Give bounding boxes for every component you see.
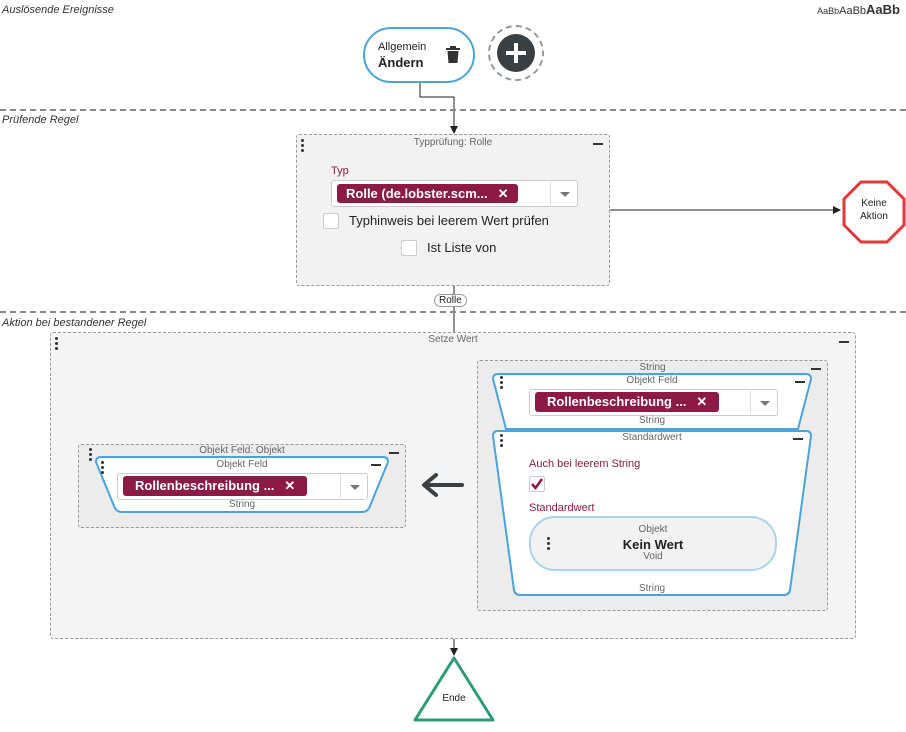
chevron-down-icon[interactable] bbox=[350, 485, 360, 490]
kebab-icon[interactable] bbox=[301, 139, 304, 154]
chevron-down-icon[interactable] bbox=[760, 401, 770, 406]
default-object-node[interactable]: Objekt Kein Wert Void bbox=[529, 516, 777, 571]
section-title-trigger: Auslösende Ereignisse bbox=[2, 4, 114, 16]
target-inner-title: Objekt Feld bbox=[216, 459, 268, 470]
section-separator bbox=[0, 311, 906, 313]
default-object-title: Objekt bbox=[638, 524, 668, 535]
end-node[interactable] bbox=[412, 656, 496, 722]
trash-icon[interactable] bbox=[445, 46, 461, 64]
end-label: Ende bbox=[442, 693, 466, 704]
minus-icon[interactable] bbox=[811, 368, 821, 370]
minus-icon[interactable] bbox=[839, 341, 849, 343]
no-action-line2: Aktion bbox=[860, 211, 888, 222]
empty-string-checkbox[interactable] bbox=[529, 476, 545, 492]
minus-icon[interactable] bbox=[795, 381, 805, 383]
plus-icon bbox=[497, 34, 535, 72]
type-tag: Rolle (de.lobster.scm... ✕ bbox=[337, 184, 518, 203]
kebab-icon[interactable] bbox=[89, 448, 92, 463]
chevron-down-icon[interactable] bbox=[560, 192, 570, 197]
type-select[interactable]: Rolle (de.lobster.scm... ✕ bbox=[331, 180, 578, 207]
source-field-value: Rollenbeschreibung ... bbox=[547, 394, 687, 409]
edge-label-chip: Rolle bbox=[434, 294, 467, 307]
source-field-select[interactable]: Rollenbeschreibung ... ✕ bbox=[529, 389, 778, 416]
checkmark-icon bbox=[531, 478, 544, 491]
trigger-node[interactable]: Allgemein Ändern bbox=[363, 27, 475, 83]
close-icon[interactable]: ✕ bbox=[497, 186, 509, 201]
target-field-tag: Rollenbeschreibung ... ✕ bbox=[123, 476, 308, 496]
section-title-rule: Prüfende Regel bbox=[2, 114, 79, 126]
no-action-line1: Keine bbox=[861, 198, 887, 209]
no-action-node[interactable] bbox=[842, 180, 906, 244]
empty-string-label: Auch bei leerem String bbox=[529, 458, 641, 470]
arrow-left-icon bbox=[422, 473, 464, 497]
section-title-action: Aktion bei bestandener Regel bbox=[2, 317, 147, 329]
target-type: String bbox=[228, 499, 256, 510]
source-string-title: String bbox=[639, 362, 666, 373]
kebab-icon[interactable] bbox=[500, 434, 503, 449]
default-value-label: Standardwert bbox=[529, 502, 595, 514]
typehint-checkbox[interactable] bbox=[323, 213, 339, 229]
minus-icon[interactable] bbox=[593, 143, 603, 145]
is-list-label: Ist Liste von bbox=[427, 240, 497, 255]
set-value-title: Setze Wert bbox=[428, 334, 478, 345]
font-size-medium[interactable]: AaBb bbox=[839, 5, 867, 17]
target-field-title: Objekt Feld: Objekt bbox=[199, 445, 285, 456]
type-tag-label: Rolle (de.lobster.scm... bbox=[346, 186, 488, 201]
target-field-value: Rollenbeschreibung ... bbox=[135, 478, 275, 493]
trigger-category: Allgemein bbox=[378, 41, 427, 53]
close-icon[interactable]: ✕ bbox=[284, 478, 296, 493]
kebab-icon[interactable] bbox=[547, 537, 550, 552]
section-separator bbox=[0, 109, 906, 111]
font-size-switcher[interactable]: AaBbAaBbAaBb bbox=[817, 2, 900, 17]
close-icon[interactable]: ✕ bbox=[696, 394, 708, 409]
trigger-event: Ändern bbox=[378, 55, 424, 70]
typecheck-title: Typprüfung: Rolle bbox=[413, 137, 493, 148]
target-field-select[interactable]: Rollenbeschreibung ... ✕ bbox=[117, 473, 368, 500]
default-footer-type: String bbox=[638, 583, 666, 594]
default-title: Standardwert bbox=[622, 432, 682, 443]
typecheck-box[interactable]: Typprüfung: Rolle Typ Rolle (de.lobster.… bbox=[296, 134, 610, 286]
add-trigger-button[interactable] bbox=[488, 25, 544, 81]
is-list-checkbox[interactable] bbox=[401, 240, 417, 256]
source-field-type: String bbox=[638, 415, 666, 426]
kebab-icon[interactable] bbox=[55, 337, 58, 352]
default-object-type: Void bbox=[643, 551, 663, 562]
type-label: Typ bbox=[331, 165, 349, 177]
kebab-icon[interactable] bbox=[500, 376, 503, 391]
minus-icon[interactable] bbox=[793, 438, 803, 440]
minus-icon[interactable] bbox=[389, 452, 399, 454]
kebab-icon[interactable] bbox=[101, 461, 104, 476]
default-object-value: Kein Wert bbox=[622, 537, 684, 552]
source-field-tag: Rollenbeschreibung ... ✕ bbox=[535, 392, 720, 412]
font-size-small[interactable]: AaBb bbox=[817, 6, 840, 16]
minus-icon[interactable] bbox=[371, 464, 381, 466]
source-field-title: Objekt Feld bbox=[626, 375, 678, 386]
font-size-large[interactable]: AaBb bbox=[866, 2, 900, 17]
typehint-label: Typhinweis bei leerem Wert prüfen bbox=[349, 213, 549, 228]
